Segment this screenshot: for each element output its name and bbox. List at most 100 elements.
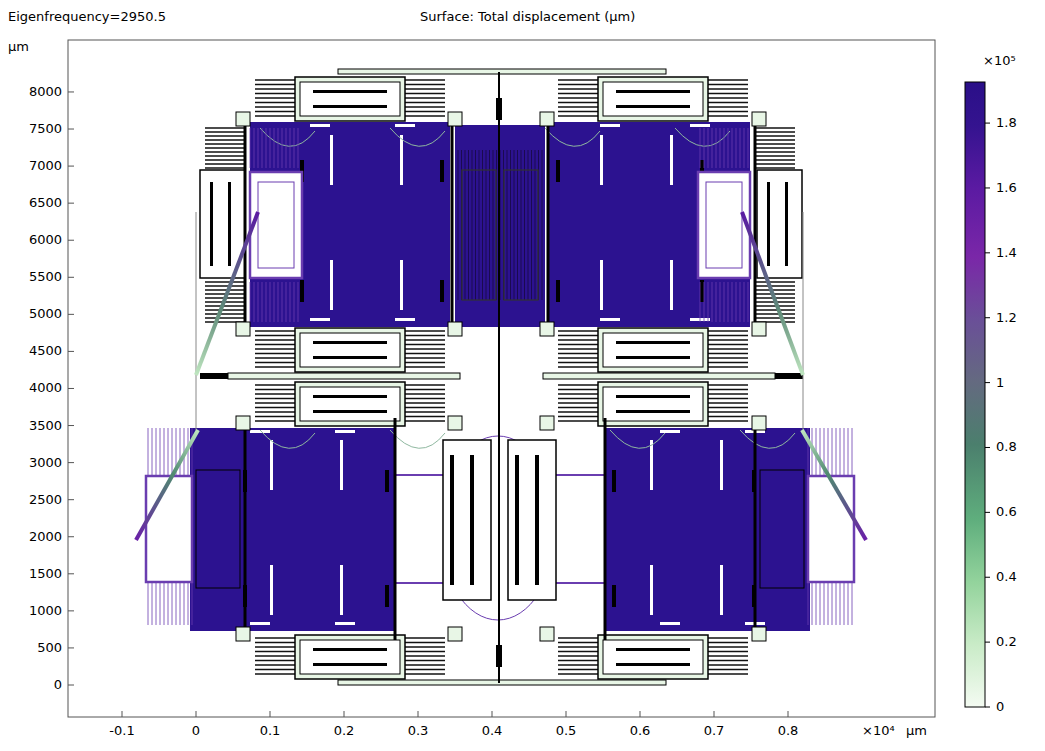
colorbar-tick-label: 0.4 — [996, 570, 1017, 584]
comb-finger — [298, 282, 299, 322]
comb-finger — [405, 106, 445, 108]
comb-finger — [205, 139, 245, 141]
electrode-bar — [616, 663, 690, 666]
electrode-frame — [603, 82, 703, 116]
axis-tick — [68, 91, 74, 92]
comb-finger — [708, 353, 748, 355]
electrode-bar — [313, 105, 387, 108]
comb-finger — [250, 128, 251, 168]
comb-finger — [405, 384, 445, 386]
comb-finger — [558, 655, 598, 657]
comb-finger — [755, 285, 795, 287]
electrode-bar — [470, 455, 474, 585]
comb-finger — [405, 344, 445, 346]
comb-finger — [405, 357, 445, 359]
axis-tick — [714, 711, 715, 717]
comb-finger — [255, 642, 295, 644]
electrode-frame — [598, 635, 708, 679]
comb-finger — [405, 646, 445, 648]
slot — [660, 622, 680, 625]
comb-finger — [736, 128, 737, 168]
comb-finger — [205, 289, 245, 291]
plot-frame — [68, 40, 935, 717]
comb-finger — [558, 339, 598, 341]
electrode-frame — [757, 170, 802, 278]
electrode-bar — [616, 90, 690, 93]
comb-finger — [510, 150, 511, 300]
anchor — [448, 322, 462, 336]
comb-finger — [205, 151, 245, 153]
colorbar-tick-label: 1.6 — [996, 181, 1017, 195]
axis-tick-label: 0.2 — [334, 724, 355, 738]
axis-tick — [68, 129, 74, 130]
comb-finger — [205, 285, 245, 287]
axis-tick — [68, 277, 74, 278]
anchor-bar — [612, 470, 616, 492]
comb-finger — [524, 150, 525, 300]
anchor-bar — [440, 160, 444, 182]
colorbar-tick-label: 0 — [996, 700, 1004, 714]
comb-finger — [712, 128, 713, 168]
comb-finger — [708, 330, 748, 332]
comb-finger — [274, 128, 275, 168]
axis-tick-label: 2000 — [29, 530, 62, 544]
electrode-bar — [535, 455, 539, 585]
comb-finger — [708, 362, 748, 364]
comb-finger — [286, 282, 287, 322]
comb-finger — [255, 362, 295, 364]
comb-finger — [517, 150, 518, 300]
axis-tick — [68, 425, 74, 426]
comb-finger — [535, 150, 536, 300]
anchor — [752, 627, 766, 641]
comb-finger — [405, 673, 445, 675]
comb-finger — [708, 660, 748, 662]
electrode-bar — [616, 410, 690, 413]
electrode-frame — [598, 328, 708, 372]
spring — [390, 430, 445, 448]
axis-tick — [418, 711, 419, 717]
comb-finger — [255, 106, 295, 108]
anchor-bar — [440, 280, 444, 302]
shuttle-frame — [146, 476, 192, 582]
anchor-bar — [385, 470, 389, 492]
axis-tick-label: 0.4 — [482, 724, 503, 738]
comb-finger — [755, 167, 795, 169]
comb-finger — [558, 642, 598, 644]
inner-frame — [504, 170, 538, 300]
comb-finger — [728, 282, 729, 322]
axis-tick-label: 0.6 — [630, 724, 651, 738]
slot — [310, 124, 330, 127]
comb-finger — [205, 163, 245, 165]
comb-finger — [255, 673, 295, 675]
axis-tick — [68, 203, 74, 204]
comb-finger — [558, 407, 598, 409]
comb-finger — [558, 646, 598, 648]
comb-finger — [740, 282, 741, 322]
axis-tick — [640, 711, 641, 717]
comb-finger — [286, 128, 287, 168]
slot — [720, 565, 723, 615]
comb-finger — [755, 131, 795, 133]
comb-finger — [708, 402, 748, 404]
comb-finger — [724, 282, 725, 322]
comb-finger — [708, 106, 748, 108]
electrode-frame — [300, 333, 400, 367]
axis-tick-label: 0.8 — [778, 724, 799, 738]
anchor-bar — [385, 585, 389, 607]
comb-finger — [744, 128, 745, 168]
comb-finger — [708, 642, 748, 644]
spring — [260, 430, 315, 448]
comb-finger — [270, 128, 271, 168]
comb-finger — [405, 88, 445, 90]
anchor — [236, 416, 250, 430]
comb-finger — [405, 407, 445, 409]
comb-finger — [755, 147, 795, 149]
comb-finger — [278, 282, 279, 322]
comb-finger — [205, 159, 245, 161]
comb-finger — [405, 353, 445, 355]
comb-finger — [558, 111, 598, 113]
comb-finger — [255, 111, 295, 113]
proof-mass — [548, 122, 750, 327]
comb-finger — [558, 398, 598, 400]
anchor — [540, 416, 554, 430]
